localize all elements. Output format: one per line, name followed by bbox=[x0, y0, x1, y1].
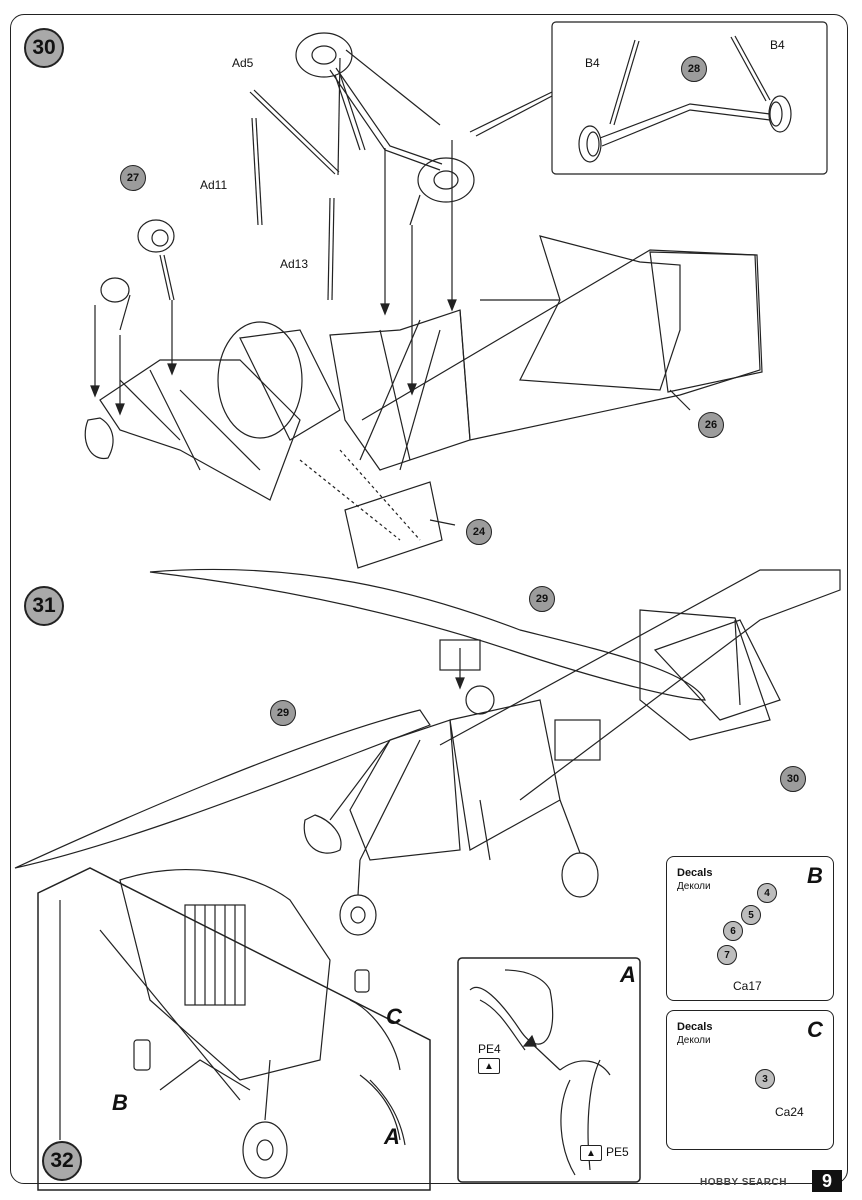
callout-decal-3: 3 bbox=[755, 1069, 775, 1089]
callout-decal-7: 7 bbox=[717, 945, 737, 965]
callout-24: 24 bbox=[466, 519, 492, 545]
decal-code-Ca17: Ca17 bbox=[733, 979, 762, 993]
nose-frame-30 bbox=[99, 359, 301, 501]
part-label-Ad5: Ad5 bbox=[232, 56, 254, 70]
engine-panel-24 bbox=[344, 481, 443, 569]
main-wheel-31 bbox=[561, 852, 599, 898]
hobby-search-watermark: HOBBY SEARCH bbox=[700, 1177, 787, 1188]
callout-26: 26 bbox=[698, 412, 724, 438]
inset-wheel-left bbox=[578, 125, 602, 163]
rudder-panel-26 bbox=[649, 251, 763, 393]
rotor-blade-29-top bbox=[149, 568, 706, 701]
part-label-B4-right: B4 bbox=[770, 38, 785, 52]
nose-wheel-32 bbox=[242, 1121, 288, 1179]
pilot-boot bbox=[84, 417, 114, 460]
decals-box-B: Decals Деколи B 4 5 6 7 Ca17 bbox=[666, 856, 834, 1001]
callout-27: 27 bbox=[120, 165, 146, 191]
callout-decal-4: 4 bbox=[757, 883, 777, 903]
strut-Ad11 bbox=[251, 117, 259, 226]
part-label-Ad13: Ad13 bbox=[280, 257, 309, 271]
inset-wheel-right bbox=[768, 95, 792, 133]
inset-strut-B4-left bbox=[609, 39, 636, 125]
cabin-frame-30 bbox=[329, 309, 471, 471]
strut-Ad13 bbox=[327, 197, 331, 301]
callout-29-left: 29 bbox=[270, 700, 296, 726]
decals-box-C: Decals Деколи C 3 Ca24 bbox=[666, 1010, 834, 1150]
nose-wheel-31 bbox=[339, 894, 377, 936]
detail-A-letter: A bbox=[620, 962, 636, 987]
inset-box-28 bbox=[551, 21, 828, 175]
pe-icon-PE4: ▲ bbox=[478, 1058, 500, 1074]
pe-icon-PE5: ▲ bbox=[580, 1145, 602, 1161]
inset-strut-B4-right bbox=[734, 35, 771, 101]
rotor-head-31 bbox=[465, 685, 495, 715]
detail-A-box bbox=[457, 957, 641, 1183]
decals-subtitle-C: Деколи bbox=[677, 1035, 711, 1046]
step32-frame bbox=[37, 867, 431, 1191]
seat-belt-PE4 bbox=[469, 969, 554, 1045]
side-window-31 bbox=[554, 719, 601, 761]
landing-light bbox=[100, 277, 130, 303]
part-label-PE4: PE4 bbox=[478, 1042, 501, 1056]
strut-Ad5 bbox=[249, 91, 336, 175]
decals-title-B: Decals bbox=[677, 867, 713, 879]
part-label-B4-left: B4 bbox=[585, 56, 600, 70]
callout-30: 30 bbox=[780, 766, 806, 792]
ref-letter-C-32: C bbox=[386, 1004, 402, 1029]
rotor-blade-29-left bbox=[14, 709, 431, 869]
seat-area-32 bbox=[119, 868, 331, 1081]
decals-subtitle-B: Деколи bbox=[677, 881, 711, 892]
decals-title-C: Decals bbox=[677, 1021, 713, 1033]
main-wheel-top-left bbox=[295, 32, 353, 78]
callout-decal-5: 5 bbox=[741, 905, 761, 925]
callout-decal-6: 6 bbox=[723, 921, 743, 941]
windscreen-frame bbox=[217, 321, 303, 439]
part-label-Ad11: Ad11 bbox=[200, 178, 228, 192]
callout-29-top: 29 bbox=[529, 586, 555, 612]
decals-letter-B: B bbox=[807, 863, 823, 888]
rudder-31 bbox=[653, 619, 781, 721]
strap-32 bbox=[359, 1074, 401, 1141]
part-label-PE5: PE5 bbox=[606, 1145, 629, 1159]
step-number-31: 31 bbox=[24, 586, 64, 626]
nose-wheel-27 bbox=[137, 219, 175, 253]
fuselage-31 bbox=[439, 569, 841, 801]
fuselage-30 bbox=[361, 249, 761, 441]
cabin-31 bbox=[449, 699, 561, 851]
cockpit-frame-31 bbox=[349, 719, 461, 861]
decal-plate-B-32 bbox=[133, 1039, 151, 1071]
step-number-30: 30 bbox=[24, 28, 64, 68]
decal-code-Ca24: Ca24 bbox=[775, 1105, 804, 1119]
decals-letter-C: C bbox=[807, 1017, 823, 1042]
ref-letter-A-32: A bbox=[384, 1124, 400, 1149]
ref-letter-B-32: B bbox=[112, 1090, 128, 1115]
horizontal-stabilizer-30 bbox=[519, 235, 681, 391]
main-wheel-top-right bbox=[417, 157, 475, 203]
page-number: 9 bbox=[812, 1170, 842, 1192]
page-frame bbox=[10, 14, 848, 1184]
callout-28: 28 bbox=[681, 56, 707, 82]
inset-pointer bbox=[469, 91, 553, 133]
step-number-32: 32 bbox=[42, 1141, 82, 1181]
decal-plate-C-32 bbox=[354, 969, 370, 993]
